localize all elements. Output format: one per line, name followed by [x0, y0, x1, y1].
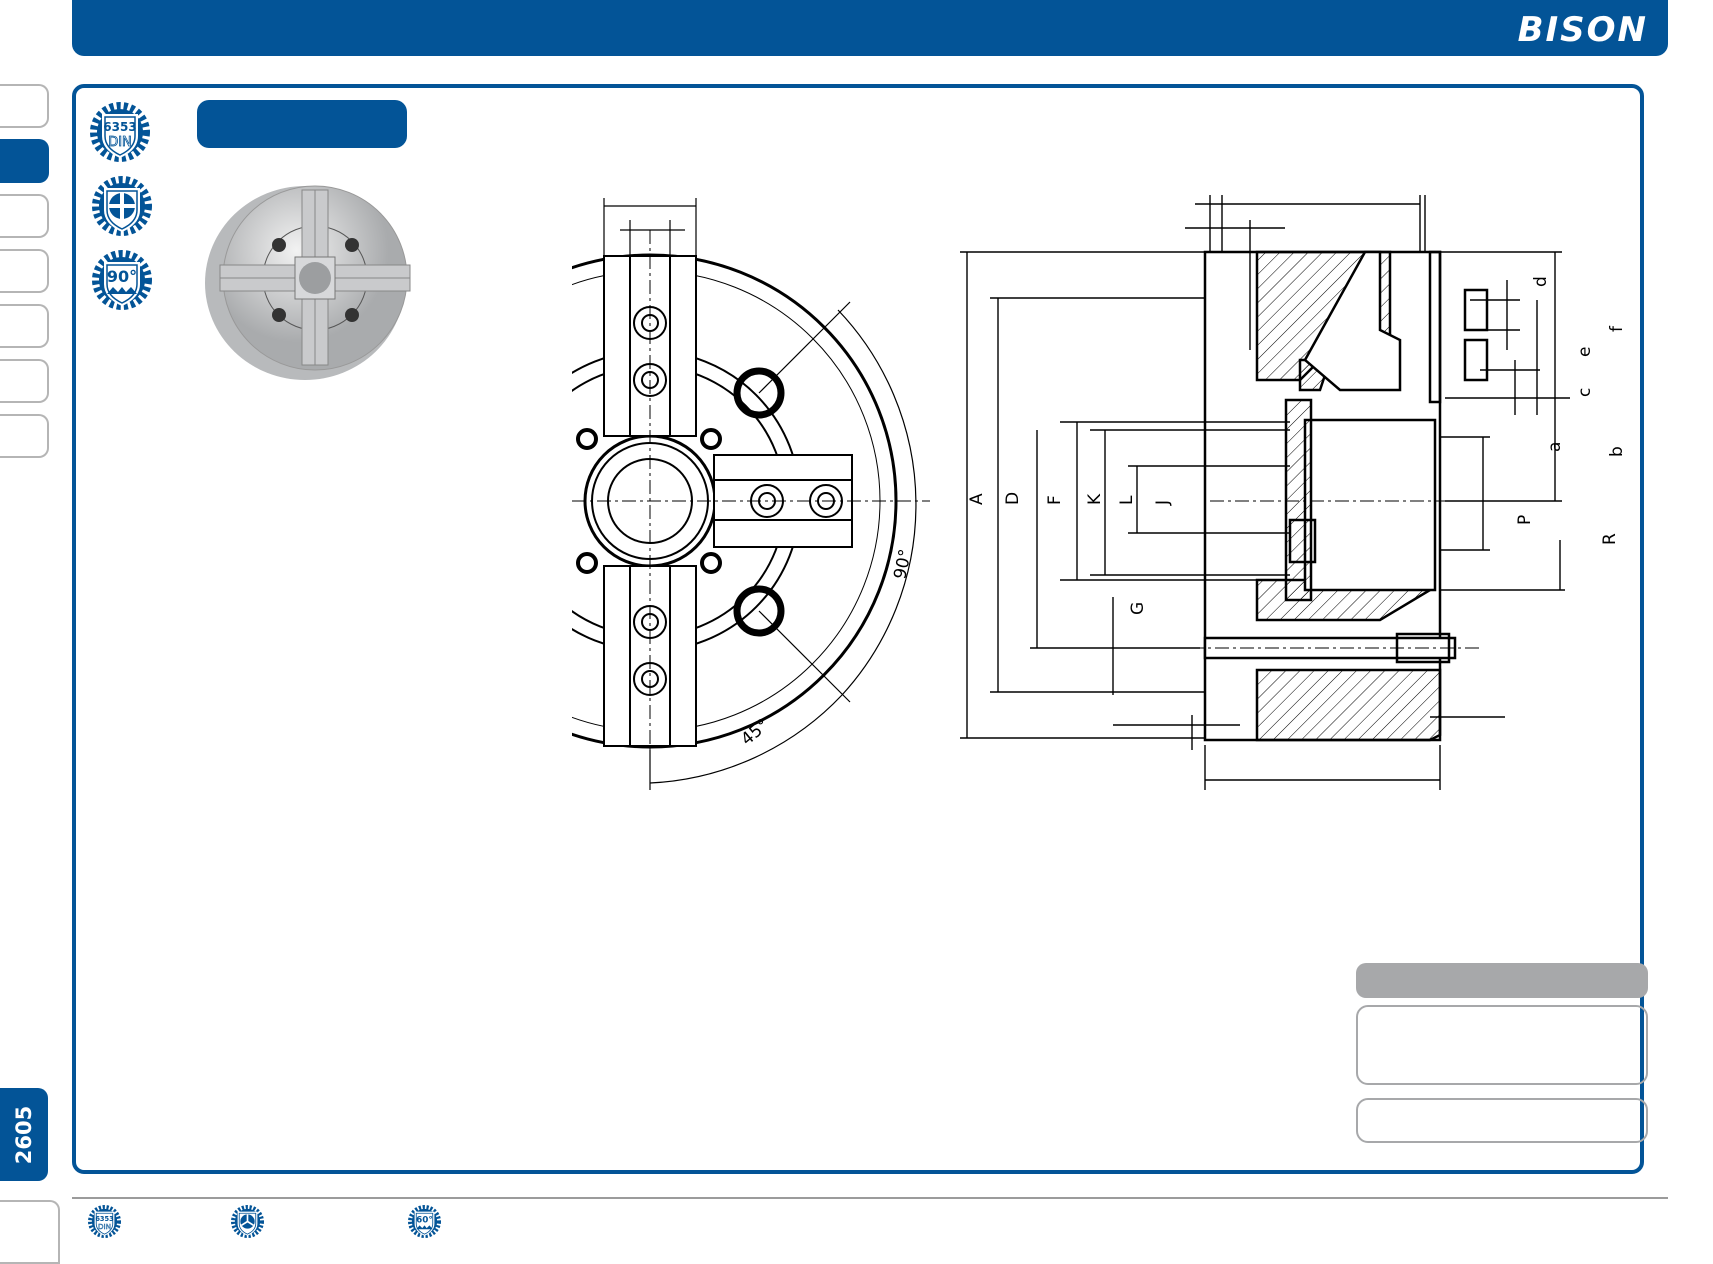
footer-three-jaw-badge-icon [233, 1207, 262, 1236]
info-header-bar [1356, 963, 1648, 998]
page-number: 2605 [12, 1105, 36, 1164]
front-view-drawing: 45° 90° [572, 198, 930, 790]
badge-text: 6353 [95, 1215, 114, 1223]
dim-label-b: b [1607, 446, 1627, 457]
badge-text: DIN [108, 135, 132, 150]
main-panel [72, 84, 1644, 1174]
footer-divider [72, 1197, 1668, 1199]
din-6353-badge-icon: 6353 DIN [94, 106, 146, 158]
dim-label-a: a [1545, 442, 1565, 452]
page-number-tab[interactable]: 2605 [0, 1088, 48, 1181]
dim-label-A: A [967, 493, 987, 505]
badge-text: DIN [98, 1222, 111, 1231]
footer-din-badge-icon: 6353 DIN [90, 1207, 119, 1236]
header-bar: BISON [72, 0, 1668, 56]
dim-label-K: K [1085, 493, 1105, 505]
four-jaw-badge-icon [96, 180, 148, 232]
info-box-2 [1356, 1098, 1648, 1143]
dim-label-D: D [1003, 492, 1023, 505]
angle-90-badge-icon: 90° [96, 254, 148, 306]
chuck-photo [205, 185, 411, 380]
badge-text: 90° [107, 267, 137, 286]
side-tab-7[interactable] [0, 414, 49, 458]
badge-text: 6353 [103, 120, 136, 134]
footer-badges: 6353 DIN 60° [85, 1203, 485, 1239]
dim-label-f: f [1607, 325, 1627, 332]
info-box-1 [1356, 1005, 1648, 1085]
dimension-labels: A D F K L J G P R a b c d e f [967, 276, 1627, 615]
side-tab-6[interactable] [0, 359, 49, 403]
title-pill [197, 100, 407, 148]
angle-90-label: 90° [890, 547, 916, 581]
footer-angle-60-badge-icon: 60° [410, 1207, 439, 1236]
dim-label-e: e [1575, 347, 1595, 357]
dim-label-L: L [1117, 495, 1137, 505]
side-tab-1[interactable] [0, 84, 49, 128]
dim-label-c: c [1575, 388, 1595, 397]
dim-label-F: F [1045, 495, 1065, 505]
dim-label-G: G [1128, 602, 1148, 615]
side-tab-bottom[interactable] [0, 1200, 60, 1264]
side-tab-3[interactable] [0, 194, 49, 238]
dim-label-R: R [1600, 533, 1620, 545]
bison-logo: BISON [1517, 10, 1648, 50]
feature-badges: 6353 DIN 90° [88, 100, 154, 320]
side-tab-2-active[interactable] [0, 139, 49, 183]
side-tab-5[interactable] [0, 304, 49, 348]
angle-45-label: 45° [737, 715, 773, 750]
dim-label-d: d [1531, 276, 1551, 287]
dim-label-P: P [1515, 515, 1535, 525]
badge-text: 60° [416, 1216, 433, 1226]
section-view-drawing: A D F K L J G P R a b c d e f [960, 195, 1627, 790]
side-tab-4[interactable] [0, 249, 49, 293]
dim-label-J: J [1153, 500, 1173, 506]
